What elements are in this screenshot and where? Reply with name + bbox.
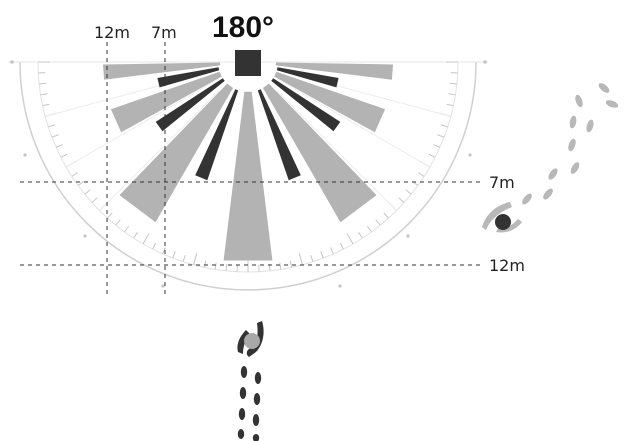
scale-tick: [124, 225, 130, 233]
scale-tick: [449, 82, 457, 85]
scale-tick: [446, 103, 454, 107]
scale-tick: [172, 251, 176, 259]
scale-tick: [42, 103, 50, 107]
scale-tick: [60, 153, 68, 158]
scale-tick: [48, 124, 56, 128]
beam-light: [223, 91, 273, 261]
guide-ray: [275, 89, 397, 211]
scale-tick: [142, 233, 150, 245]
beam-light: [275, 62, 393, 80]
scale-tick: [310, 254, 314, 262]
scale-tick: [298, 253, 303, 265]
scale-tick: [107, 212, 113, 219]
scale-tick: [91, 197, 98, 203]
label-vertical-12m: 12m: [94, 23, 130, 42]
guide-ray: [65, 81, 214, 168]
scale-tick: [193, 253, 198, 265]
scale-tick: [346, 233, 354, 245]
beam-dark: [257, 89, 301, 181]
angle-label: 180°: [212, 11, 274, 44]
label-vertical-7m: 7m: [151, 23, 177, 42]
scale-tick: [448, 93, 456, 96]
scale-tick: [115, 219, 121, 226]
sensor-icon: [235, 50, 261, 76]
scale-tick: [433, 144, 441, 148]
footprints-icon: [522, 83, 619, 205]
scale-tick: [417, 172, 425, 177]
scatter-dots: [10, 60, 487, 288]
scale-tick: [375, 219, 381, 226]
scale-tick: [279, 262, 282, 270]
footprints-icon: [237, 366, 262, 441]
scale-tick: [358, 231, 363, 239]
scale-tick: [133, 231, 138, 239]
label-horizontal-7m: 7m: [489, 173, 515, 192]
scale-tick: [84, 189, 91, 195]
scale-tick: [225, 263, 228, 271]
beam-light: [119, 83, 233, 223]
scale-tick: [203, 260, 207, 268]
scale-tick: [214, 262, 217, 270]
scale-tick: [77, 180, 85, 186]
scale-tick: [366, 225, 372, 233]
scale-tick: [428, 153, 436, 158]
beam-dark: [155, 78, 225, 132]
guide-ray: [99, 89, 221, 211]
scale-tick: [320, 251, 324, 259]
walking-person-icon: [237, 321, 264, 357]
beam-light: [263, 83, 377, 223]
scale-tick: [162, 247, 166, 255]
detection-beams: [103, 62, 393, 261]
scale-tick: [398, 197, 405, 203]
scale-tick: [339, 242, 344, 250]
scale-tick: [71, 172, 79, 177]
scale-tick: [330, 247, 334, 255]
beam-light: [110, 71, 222, 133]
label-horizontal-12m: 12m: [489, 256, 525, 275]
beam-light: [103, 62, 221, 80]
scale-tick: [182, 254, 186, 262]
scale-tick: [55, 144, 63, 148]
scale-tick: [289, 260, 293, 268]
scale-tick: [152, 242, 157, 250]
beam-light: [274, 71, 386, 133]
scale-tick: [40, 93, 48, 96]
scale-tick: [39, 82, 47, 85]
beam-dark: [271, 78, 341, 132]
walking-person-icon: [482, 202, 522, 233]
beam-dark: [157, 67, 220, 88]
scale-tick: [405, 189, 412, 195]
guide-ray: [282, 81, 431, 168]
beam-dark: [195, 89, 239, 181]
scale-tick: [383, 212, 389, 219]
beam-dark: [276, 67, 339, 88]
scale-tick: [440, 124, 448, 128]
range-lines: [20, 42, 482, 295]
scale-tick: [51, 134, 59, 138]
scale-tick: [437, 134, 445, 138]
